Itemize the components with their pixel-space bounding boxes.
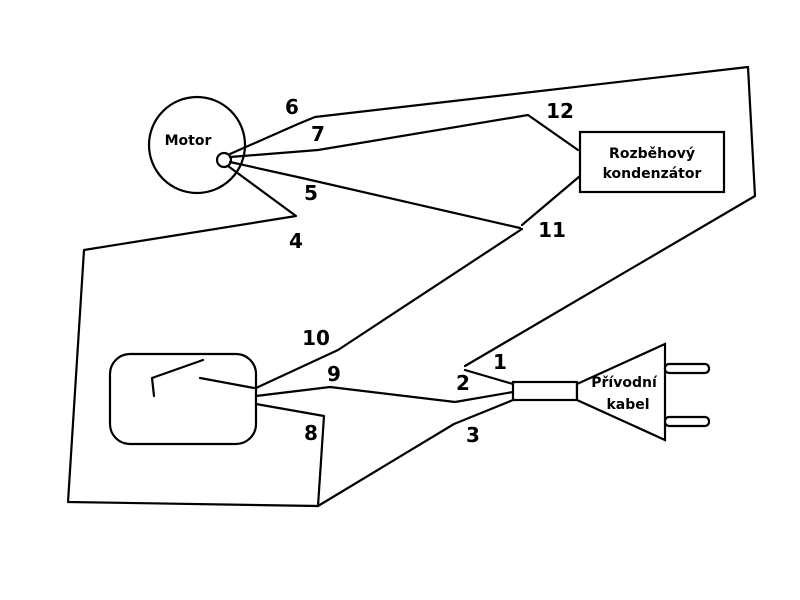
plug: Přívodní kabel <box>511 342 711 442</box>
capacitor-label-line1: Rozběhový <box>609 146 695 162</box>
capacitor-label-line2: kondenzátor <box>603 166 702 182</box>
terminal-7: 7 <box>311 122 325 146</box>
plug-label-line1: Přívodní <box>591 375 658 391</box>
wire-1-to-plug <box>463 368 515 386</box>
plug-pin-bottom <box>663 415 711 428</box>
wire-5-to-11 <box>228 160 522 230</box>
motor-circle <box>147 95 247 195</box>
terminal-10: 10 <box>302 326 330 350</box>
plug-pin-top <box>663 362 711 375</box>
terminal-11: 11 <box>538 218 566 242</box>
wire-7-to-12 <box>228 113 580 159</box>
wire-4-loop <box>66 164 326 508</box>
wire-6-to-1 <box>228 65 757 368</box>
capacitor-box <box>578 130 726 194</box>
switch-lever <box>150 358 256 398</box>
terminal-5: 5 <box>304 181 318 205</box>
wire-11-to-10 <box>254 227 524 390</box>
switch-box <box>108 352 258 446</box>
wire-capacitor-to-11 <box>520 174 582 227</box>
plug-label-line2: kabel <box>606 397 649 413</box>
terminal-12: 12 <box>546 99 574 123</box>
terminal-2: 2 <box>456 371 470 395</box>
terminal-3: 3 <box>466 423 480 447</box>
motor-label: Motor <box>165 133 212 149</box>
plug-body <box>575 342 667 442</box>
terminal-4: 4 <box>289 229 303 253</box>
terminal-9: 9 <box>327 362 341 386</box>
terminal-6: 6 <box>285 95 299 119</box>
terminal-1: 1 <box>493 350 507 374</box>
terminal-8: 8 <box>304 421 318 445</box>
wire-9-to-2 <box>254 385 515 404</box>
wire-3-to-8 <box>316 398 515 508</box>
plug-neck <box>511 380 579 402</box>
motor-terminal <box>215 151 233 169</box>
